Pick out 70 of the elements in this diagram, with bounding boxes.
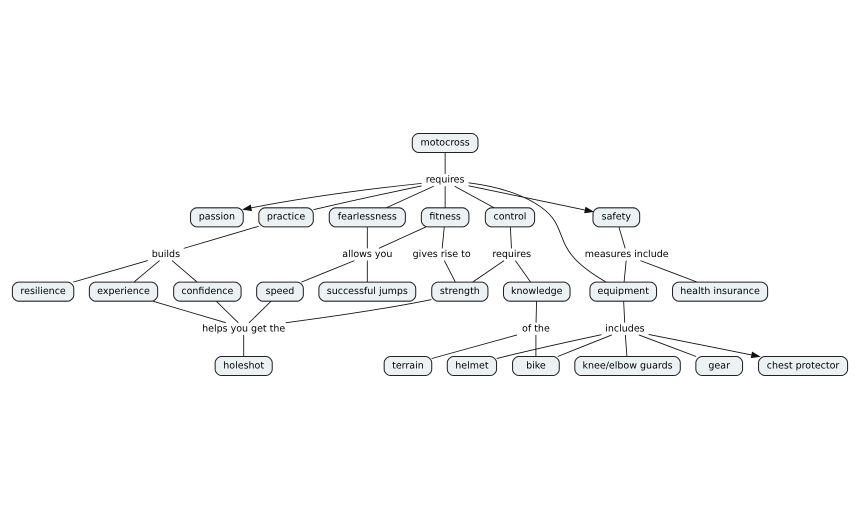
connector	[444, 152, 446, 174]
node-box: control	[484, 207, 536, 228]
connector	[496, 334, 602, 359]
connector	[623, 301, 626, 324]
connector	[442, 226, 445, 249]
connector	[183, 226, 260, 249]
connector	[172, 260, 198, 282]
connector	[300, 260, 355, 283]
node-box: safety	[592, 207, 640, 228]
node-text: helps you get the	[202, 323, 286, 334]
node-text: includes	[605, 323, 645, 334]
connector	[248, 301, 272, 324]
connector	[472, 260, 504, 282]
connector	[243, 334, 244, 357]
node-box: gear	[695, 356, 744, 376]
connector	[514, 260, 531, 282]
node-box: confidence	[173, 282, 242, 302]
node-box: holeshot	[214, 356, 273, 376]
connector	[454, 186, 494, 208]
node-text: requires	[492, 248, 532, 260]
arrow	[242, 182, 422, 212]
node-box: resilience	[12, 282, 74, 302]
node-box: motocross	[412, 132, 478, 153]
connector	[313, 185, 422, 210]
connector	[444, 186, 446, 208]
node-box: speed	[256, 282, 304, 302]
connector	[618, 226, 626, 249]
connector	[535, 334, 536, 357]
connector	[510, 226, 512, 249]
node-box: successful jumps	[318, 282, 416, 302]
node-box: strength	[431, 282, 488, 302]
connector	[536, 301, 537, 324]
node-text: builds	[152, 248, 180, 260]
connector	[72, 260, 148, 283]
connector	[378, 226, 426, 249]
connector	[386, 186, 434, 208]
connector	[152, 300, 226, 324]
node-box: fitness	[420, 207, 470, 228]
connector	[285, 299, 432, 324]
connector	[624, 260, 627, 282]
node-text: requires	[426, 174, 464, 186]
node-box: passion	[190, 207, 244, 228]
arrow	[468, 185, 594, 214]
node-box: equipment	[589, 282, 658, 302]
connector	[444, 260, 456, 282]
connector	[624, 334, 628, 357]
connector	[431, 334, 518, 359]
connector	[468, 182, 607, 283]
node-text: of the	[522, 323, 550, 334]
connector	[557, 334, 612, 357]
node-box: experience	[88, 282, 158, 302]
node-text: gives rise to	[412, 248, 471, 260]
node-box: knowledge	[502, 282, 571, 302]
node-box: practice	[258, 207, 314, 228]
connector	[640, 260, 698, 283]
connector	[638, 334, 697, 357]
connector	[366, 226, 368, 249]
node-box: health insurance	[672, 282, 768, 302]
node-box: fearlessness	[328, 207, 406, 228]
node-text: allows you	[342, 248, 392, 260]
node-box: knee/elbow guards	[574, 356, 681, 376]
node-box: chest protector	[758, 356, 848, 376]
connector	[366, 260, 368, 282]
node-text: measures include	[584, 248, 669, 260]
connector	[216, 301, 239, 324]
node-box: bike	[512, 356, 560, 376]
arrow	[648, 334, 761, 358]
node-box: helmet	[446, 356, 498, 376]
node-box: terrain	[384, 356, 432, 376]
connector	[134, 260, 160, 282]
